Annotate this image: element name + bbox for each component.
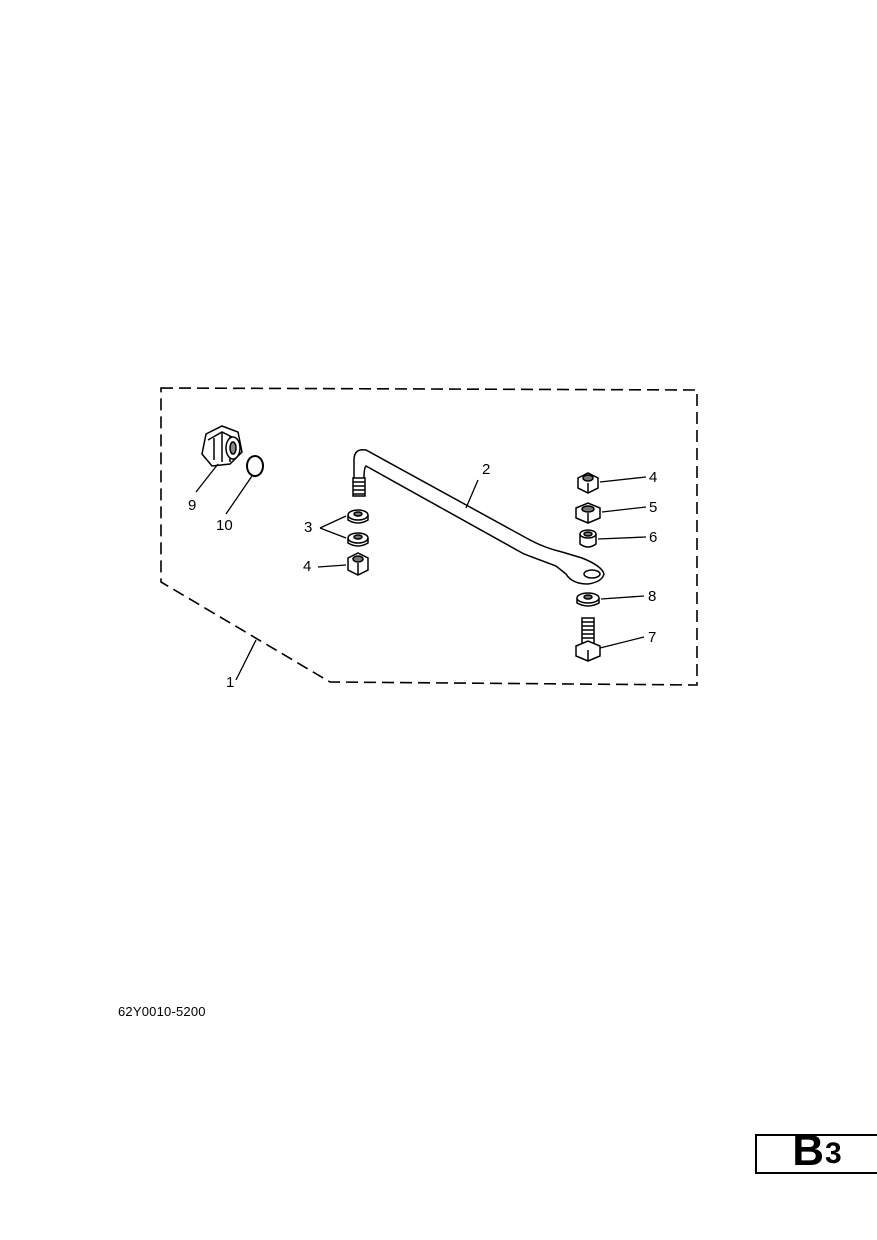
section-number: 3 <box>825 1137 842 1170</box>
part-9-flange-nut <box>201 425 243 467</box>
part-8-washer <box>576 592 600 607</box>
part-4-nut-right <box>577 472 599 494</box>
callout-3: 3 <box>304 519 312 536</box>
part-2-link-rod <box>352 448 605 585</box>
section-letter: B <box>792 1126 825 1175</box>
part-6-collar <box>579 529 597 548</box>
callout-8: 8 <box>648 588 656 605</box>
callout-7: 7 <box>648 629 656 646</box>
part-3-washers <box>347 509 369 547</box>
part-5-nut <box>575 502 601 524</box>
callout-6: 6 <box>649 529 657 546</box>
kit-boundary <box>160 387 698 686</box>
part-4-nut-left <box>347 552 369 576</box>
callout-4-right: 4 <box>649 469 657 486</box>
callout-5: 5 <box>649 499 657 516</box>
callout-1: 1 <box>226 674 234 691</box>
part-7-bolt <box>575 617 601 662</box>
callout-2: 2 <box>482 461 490 478</box>
callout-9: 9 <box>188 497 196 514</box>
callout-4-left: 4 <box>303 558 311 575</box>
section-marker: B 3 <box>755 1126 877 1175</box>
part-code: 62Y0010-5200 <box>118 1004 206 1019</box>
part-10-o-ring <box>246 455 264 477</box>
leader-lines <box>195 463 647 681</box>
callout-10: 10 <box>216 517 233 534</box>
